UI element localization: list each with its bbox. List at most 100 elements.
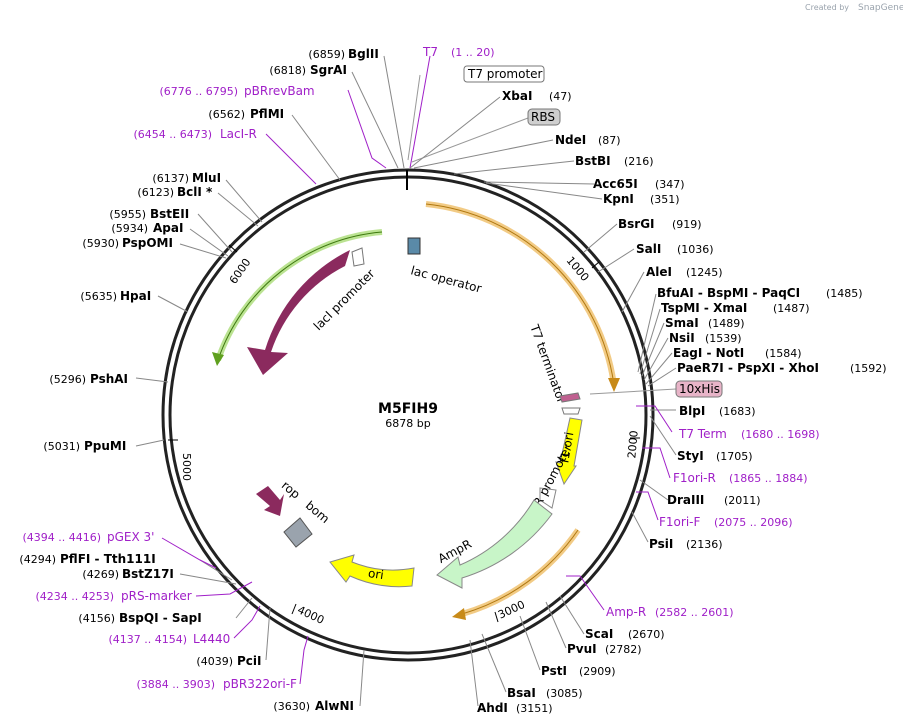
left-primer-leaders (161, 89, 387, 685)
site-pos-pflmi: (6562) (208, 108, 245, 121)
leader-laci-r (265, 133, 317, 185)
site-pos-smai: (1489) (708, 317, 745, 330)
leader-pbrrevbam (347, 89, 387, 169)
tick-6000: 6000 (227, 256, 254, 286)
site-pos-alei: (1245) (686, 266, 723, 279)
leader-prs-marker (195, 581, 253, 597)
leader-f1ori-r (642, 447, 671, 479)
ampr-arrow (436, 499, 553, 589)
site-pos-scai: (2670) (628, 628, 665, 641)
left-sites: (6859) BglII (6818) SgrAI (6562) PflMI (… (19, 47, 378, 713)
leader-pspomi (179, 243, 227, 259)
leader-pcii (265, 607, 271, 661)
leader-pvui (545, 601, 567, 649)
primer-range-l4440: (4137 .. 4154) (108, 633, 187, 646)
tick-6000-mark (228, 244, 238, 253)
bom-label: bom (303, 498, 332, 526)
leader-bglii (383, 55, 405, 169)
leader-bspqi (235, 597, 253, 619)
leader-psti (519, 615, 541, 671)
leader-mlui (225, 179, 263, 223)
site-pos-bglii: (6859) (308, 48, 345, 61)
t7-promoter-box (463, 65, 545, 83)
primer-name-l4440: L4440 (193, 632, 230, 646)
site-pos-pshai: (5296) (49, 373, 86, 386)
leader-hpai (157, 295, 189, 313)
site-pos-styi: (1705) (716, 450, 753, 463)
site-name-ahdi: AhdI (477, 701, 508, 715)
tick-1000-mark (591, 261, 600, 269)
site-pos-pvui: (2782) (605, 643, 642, 656)
credit-brand: SnapGene (858, 3, 903, 13)
site-pos-bfuai: (1485) (826, 287, 863, 300)
leader-draiii (639, 479, 669, 501)
leader-bsteii (197, 213, 233, 253)
his-leader (589, 388, 677, 395)
primer-range-laci-r: (6454 .. 6473) (133, 128, 212, 141)
site-name-bfuai: BfuAI - BspMI - PaqCI (657, 286, 800, 300)
site-name-bsteii: BstEII (150, 207, 189, 221)
site-name-sgrai: SgrAI (310, 63, 347, 77)
tick-5000: 5000 (180, 453, 193, 481)
site-name-eagi: EagI - NotI (673, 346, 744, 360)
site-pos-bstz17i: (4269) (82, 568, 119, 581)
site-name-tspmi: TspMI - XmaI (661, 301, 747, 315)
primer-name-t7term: T7 Term (678, 427, 727, 441)
site-name-mlui: MluI (192, 171, 221, 185)
site-name-pflmi: PflMI (250, 107, 284, 121)
leader-bfuai (637, 293, 657, 373)
site-pos-ppumi: (5031) (43, 440, 80, 453)
site-pos-bcli: (6123) (137, 186, 174, 199)
t7-promoter-label: T7 promoter (467, 67, 543, 81)
site-name-ndei: NdeI (555, 133, 586, 147)
site-name-draiii: DraIII (667, 493, 704, 507)
primer-range-f1ori-r: (1865 .. 1884) (729, 472, 808, 485)
plasmid-length: 6878 bp (385, 417, 430, 430)
leader-ndei (413, 139, 554, 169)
f1-ori-label: f1 ori (557, 431, 576, 464)
laci-arrow (247, 250, 350, 375)
right-leaders (409, 96, 677, 707)
site-pos-psti: (2909) (579, 665, 616, 678)
leader-pflmi (291, 114, 341, 181)
leader-xbai (409, 96, 501, 169)
orf-arc-right-line (425, 203, 615, 386)
site-pos-apai: (5934) (111, 222, 148, 235)
orf-arc-left-line (217, 231, 383, 361)
site-name-styi: StyI (677, 449, 704, 463)
leader-sali (597, 248, 635, 273)
site-name-hpai: HpaI (120, 289, 151, 303)
primer-name-prs-marker: pRS-marker (121, 589, 192, 603)
leader-pbr322ori-f (299, 635, 309, 685)
leader-ppumi (135, 439, 165, 447)
site-pos-bsai: (3085) (546, 687, 583, 700)
ori-label: ori (367, 566, 384, 582)
leader-psii (631, 511, 649, 543)
site-name-bstz17i: BstZ17I (122, 567, 174, 581)
leader-bstbi (453, 160, 575, 175)
lac-operator-box (407, 237, 421, 255)
t7-terminator-box-white (561, 407, 581, 415)
site-pos-bspqi: (4156) (78, 612, 115, 625)
primer-range-prs-marker: (4234 .. 4253) (35, 590, 114, 603)
leader-acc65i (483, 181, 595, 185)
site-name-pvui: PvuI (567, 642, 597, 656)
f1-ori-arrow (555, 417, 583, 486)
credit-text: Created by (805, 3, 849, 12)
primer-name-amp-r: Amp-R (606, 605, 646, 619)
leader-bsrgi (583, 223, 618, 253)
laci-promoter-arrow (351, 247, 365, 267)
tick-3000-mark (494, 611, 499, 623)
primer-name-laci-r: LacI-R (220, 127, 257, 141)
tick-4000: 4000 (295, 603, 326, 627)
site-pos-eagi: (1584) (765, 347, 802, 360)
primer-range-f1ori-f: (2075 .. 2096) (714, 516, 793, 529)
site-pos-mlui: (6137) (152, 172, 189, 185)
primer-name-pbr322ori-f: pBR322ori-F (223, 677, 297, 691)
leader-pgex3 (161, 537, 217, 569)
t7-primer-name: T7 (422, 45, 438, 59)
lac-operator-label: lac operator (409, 263, 483, 295)
right-primers: T7 Term (1680 .. 1698) F1ori-R (1865 .. … (606, 427, 820, 619)
primer-name-pgex3: pGEX 3' (107, 530, 154, 544)
t7-terminator-label: T7 terminator (527, 322, 569, 405)
